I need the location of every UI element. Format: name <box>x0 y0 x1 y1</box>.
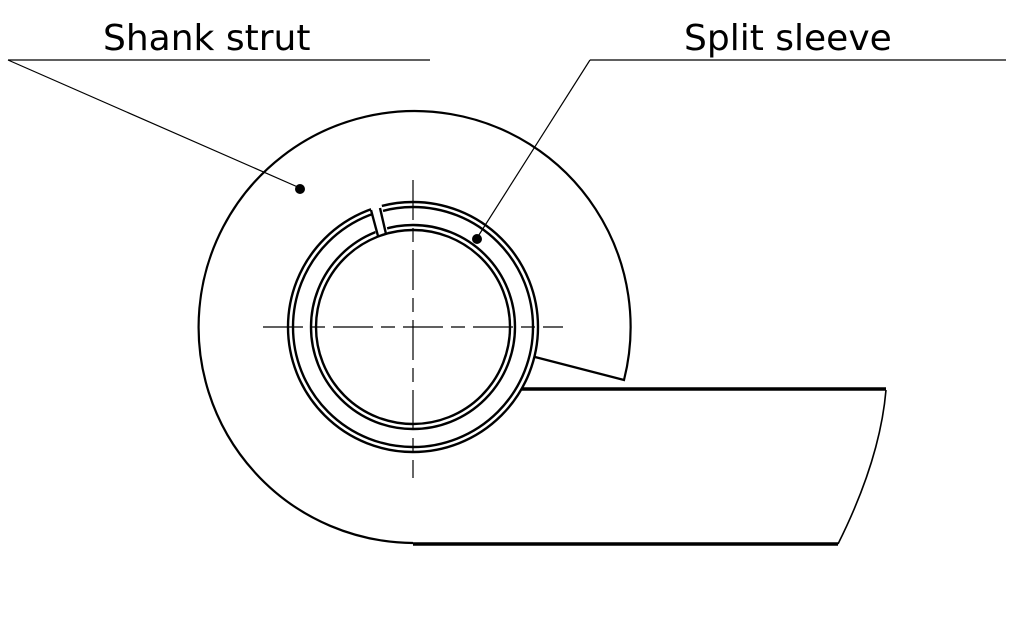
split-edge-right <box>378 207 388 235</box>
shank-strut-leader-dot <box>295 184 305 194</box>
split-sleeve-leader <box>476 59 591 239</box>
split-edge-left <box>369 209 380 237</box>
shank-strut-outline <box>197 109 632 545</box>
shank-strut-label: Shank strut <box>103 18 310 59</box>
shank-strut-leader <box>7 59 301 189</box>
arm-break-line <box>837 389 887 545</box>
split-sleeve-leader-dot <box>472 234 482 244</box>
split-sleeve-label: Split sleeve <box>684 18 892 59</box>
